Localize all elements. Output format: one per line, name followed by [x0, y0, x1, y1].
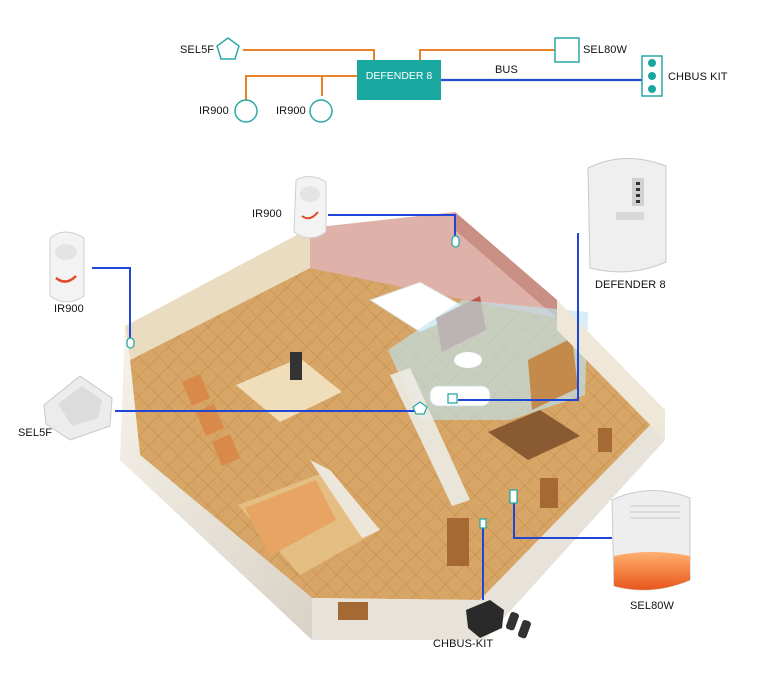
callout-defender8: DEFENDER 8: [595, 279, 666, 291]
living-rug: [236, 358, 342, 422]
defender8-panel-box: [357, 60, 441, 100]
sel5f-device: [43, 375, 113, 441]
callout-sel5f: SEL5F: [18, 427, 53, 439]
partition-wall: [390, 368, 470, 506]
schematic-label-chbus-kit: CHBUS KIT: [668, 71, 728, 83]
front-wall-left: [120, 326, 312, 640]
l-sofa: [245, 480, 336, 556]
back-wall-left: [125, 228, 310, 360]
sel80w-device: [611, 490, 691, 591]
marker-ir900-left: [126, 337, 135, 349]
schematic-label-sel5f: SEL5F: [180, 44, 215, 56]
chbus-kit-device: [466, 600, 531, 639]
ir900-circle-icon-b: [309, 99, 333, 123]
bedroom-wall-side: [455, 212, 557, 318]
wardrobe: [528, 338, 578, 410]
sel5f-pentagon-icon: [216, 37, 240, 60]
lounge-wall: [310, 460, 380, 538]
right-wall: [557, 300, 665, 440]
house-cutaway: [120, 212, 665, 640]
dining-table: [488, 410, 580, 460]
marker-sel5f: [412, 401, 428, 415]
bathtub: [429, 385, 491, 407]
blue-wiring: [92, 214, 612, 600]
schematic-label-ir900-b: IR900: [276, 105, 306, 117]
bedroom-wall: [310, 212, 557, 318]
ir900-left-device: [49, 231, 85, 303]
ir900-top-device: [293, 176, 327, 239]
sel80w-square-icon: [554, 37, 580, 63]
schematic-label-bus: BUS: [495, 64, 518, 76]
tv: [290, 352, 302, 380]
schematic: [216, 37, 663, 123]
callout-ir900-left: IR900: [54, 303, 84, 315]
chbus-kit-icon: [641, 55, 663, 97]
schematic-label-ir900-a: IR900: [199, 105, 229, 117]
callout-ir900-top: IR900: [252, 208, 282, 220]
house-sensor-markers: [126, 235, 518, 529]
callout-chbus-kit: CHBUS-KIT: [433, 638, 494, 650]
windows: [338, 428, 612, 620]
marker-panel: [447, 393, 458, 404]
defender8-device: [587, 158, 667, 273]
toilet: [454, 352, 482, 368]
schematic-panel-label: DEFENDER 8: [365, 70, 433, 82]
marker-sel80w: [509, 489, 518, 504]
marker-ir900-top: [451, 235, 460, 248]
ir900-circle-icon-a: [234, 99, 258, 123]
callout-sel80w: SEL80W: [630, 600, 675, 612]
marker-chbus: [479, 518, 487, 529]
schematic-label-sel80w: SEL80W: [583, 44, 628, 56]
